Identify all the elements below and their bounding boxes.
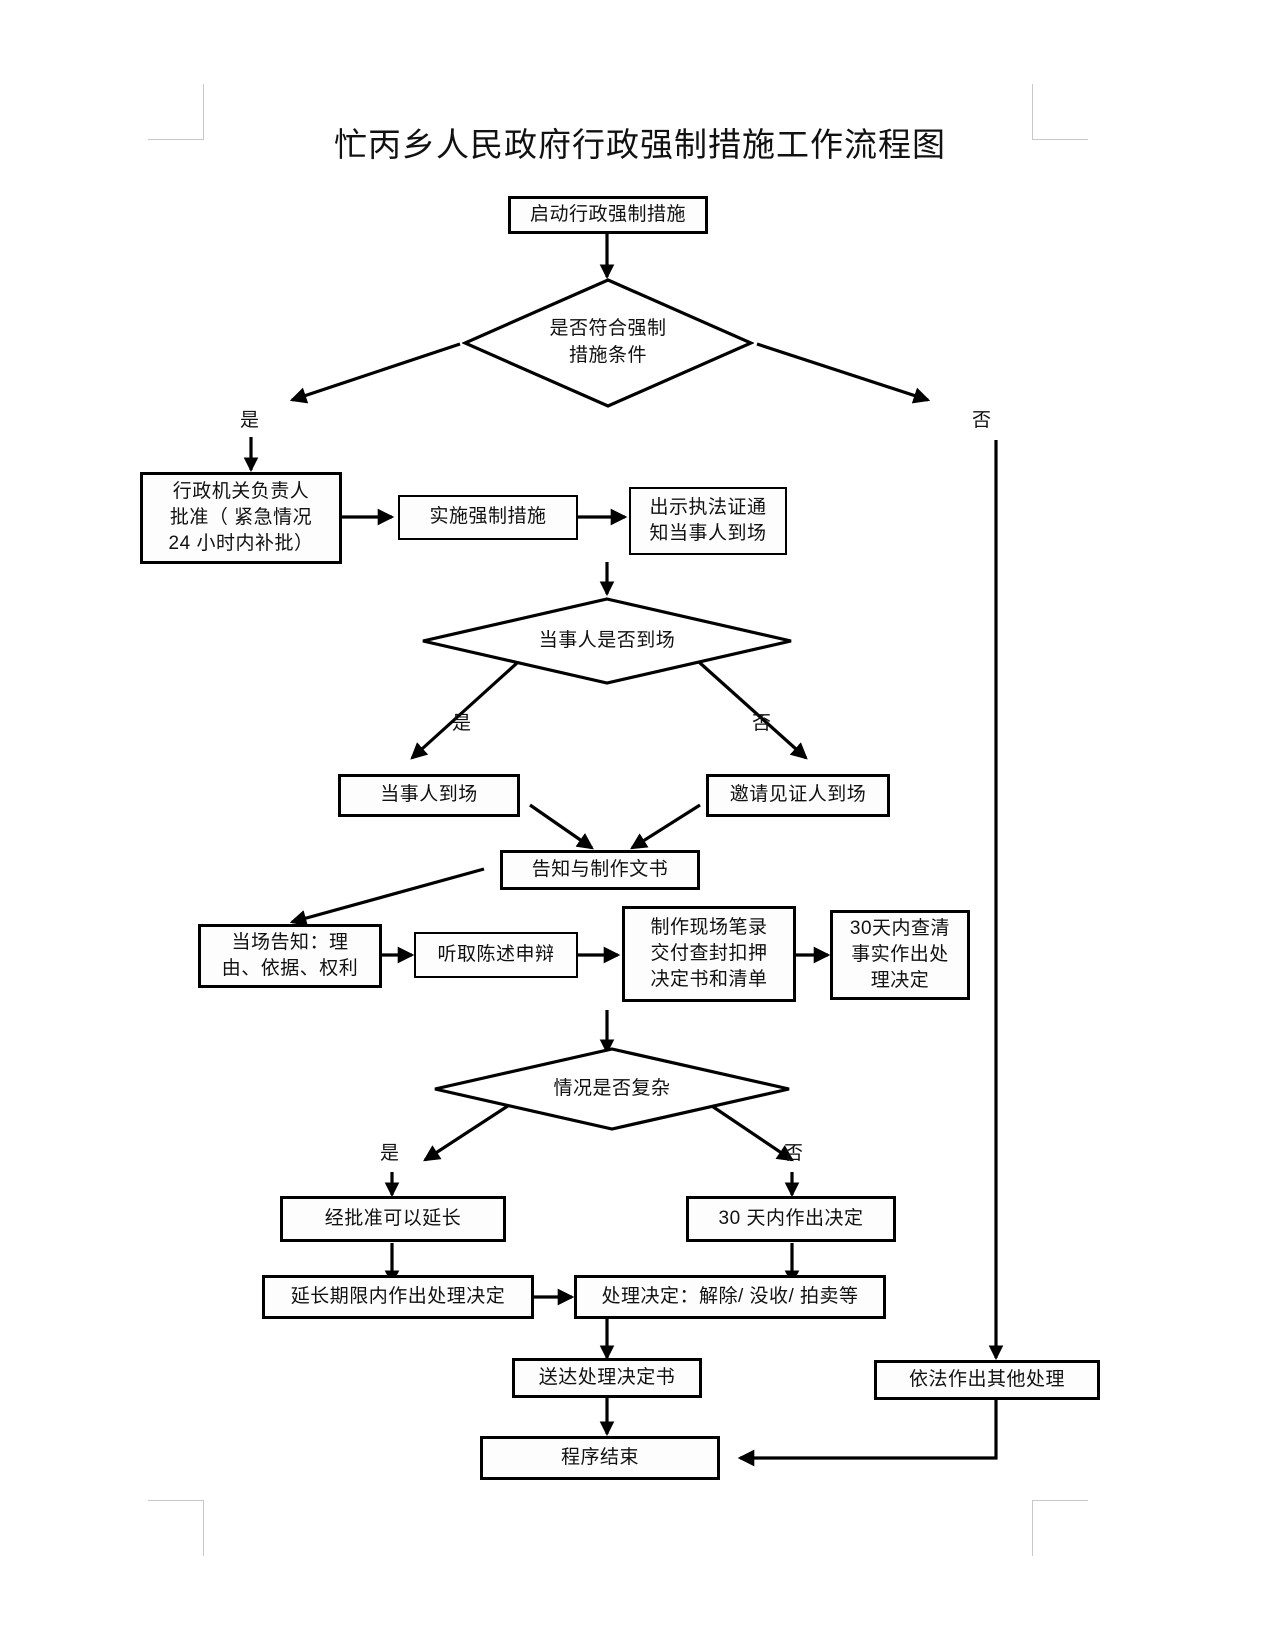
node-extension-approved[interactable]: 经批准可以延长 xyxy=(280,1196,506,1242)
node-hear-statement[interactable]: 听取陈述申辩 xyxy=(414,932,578,978)
node-other-handling[interactable]: 依法作出其他处理 xyxy=(874,1360,1100,1400)
crop-mark-bottom-left xyxy=(148,1500,204,1556)
node-decide-in-30-days[interactable]: 30 天内作出决定 xyxy=(686,1196,896,1242)
branch-label-complex-yes: 是 xyxy=(380,1143,400,1164)
node-serve-decision[interactable]: 送达处理决定书 xyxy=(512,1358,702,1398)
branch-label-conditions-yes: 是 xyxy=(240,410,260,431)
node-start[interactable]: 启动行政强制措施 xyxy=(508,196,708,234)
branch-label-conditions-no: 否 xyxy=(972,410,992,431)
node-approval[interactable]: 行政机关负责人 批准（ 紧急情况 24 小时内补批） xyxy=(140,472,342,564)
node-invite-witness[interactable]: 邀请见证人到场 xyxy=(706,774,890,817)
crop-mark-top-left xyxy=(148,84,204,140)
node-implement[interactable]: 实施强制措施 xyxy=(398,495,578,540)
page-title: 忙丙乡人民政府行政强制措施工作流程图 xyxy=(334,125,946,164)
node-decision-conditions-label: 是否符合强制 措施条件 xyxy=(549,318,667,366)
crop-mark-bottom-right xyxy=(1032,1500,1088,1556)
node-handling-decision[interactable]: 处理决定：解除/ 没收/ 拍卖等 xyxy=(574,1275,886,1319)
node-decision-complex-label: 情况是否复杂 xyxy=(553,1077,671,1099)
node-thirty-day-investigate[interactable]: 30天内查清 事实作出处 理决定 xyxy=(830,910,970,1000)
branch-label-present-yes: 是 xyxy=(452,713,472,734)
node-show-credential[interactable]: 出示执法证通 知当事人到场 xyxy=(629,487,787,555)
node-decision-party-present[interactable]: 当事人是否到场 xyxy=(420,596,794,686)
node-decision-conditions[interactable]: 是否符合强制 措施条件 xyxy=(462,277,754,409)
node-decide-in-extension[interactable]: 延长期限内作出处理决定 xyxy=(262,1275,534,1319)
node-party-present[interactable]: 当事人到场 xyxy=(338,774,520,817)
crop-mark-top-right xyxy=(1032,84,1088,140)
branch-label-present-no: 否 xyxy=(752,713,772,734)
node-onsite-inform[interactable]: 当场告知：理 由、依据、权利 xyxy=(198,924,382,988)
node-make-records[interactable]: 制作现场笔录 交付查封扣押 决定书和清单 xyxy=(622,906,796,1002)
node-decision-party-present-label: 当事人是否到场 xyxy=(538,629,676,651)
branch-label-complex-no: 否 xyxy=(784,1143,804,1164)
node-decision-complex[interactable]: 情况是否复杂 xyxy=(432,1046,792,1132)
node-inform-and-documents[interactable]: 告知与制作文书 xyxy=(500,850,700,890)
node-end[interactable]: 程序结束 xyxy=(480,1436,720,1480)
